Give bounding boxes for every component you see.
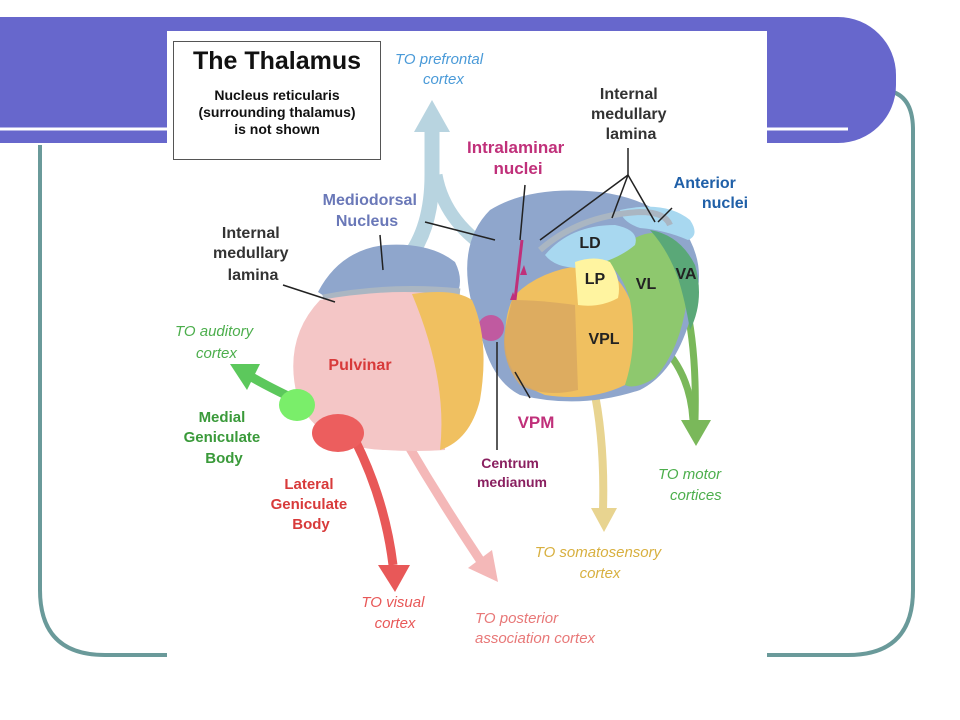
vl-region [605, 232, 687, 387]
label-visual: TO visual cortex [361, 594, 428, 632]
label-lp: LP [585, 271, 606, 288]
medial-geniculate-ellipse [279, 389, 315, 421]
visual-arrow [350, 437, 410, 592]
left-thalamus [293, 244, 484, 451]
label-somatosensory: TO somatosensory cortex [535, 544, 666, 582]
internal-lamina-right-band [538, 208, 673, 253]
somatosensory-arrow [589, 384, 617, 532]
centrum-medianum-circle [478, 315, 504, 341]
posterior-association-arrow [401, 437, 498, 582]
pulvinar-region [293, 292, 447, 451]
title-note-line: (surrounding thalamus) [198, 104, 356, 120]
label-mediodorsal: Mediodorsal Nucleus [323, 192, 422, 230]
label-auditory: TO auditory cortex [175, 323, 257, 362]
label-internal-lamina-right: Internal medullary lamina [591, 86, 671, 143]
label-lateral-geniculate: Lateral Geniculate Body [271, 476, 352, 533]
title-box: The Thalamus Nucleus reticularis (surrou… [173, 41, 381, 160]
lateral-geniculate-ellipse [312, 414, 364, 452]
label-prefrontal: TO prefrontal cortex [395, 51, 487, 88]
label-anterior: Anterior nuclei [674, 175, 748, 212]
leader-lines [282, 148, 673, 450]
auditory-arrow [230, 364, 292, 402]
intralaminar-streak [513, 239, 524, 301]
label-pulvinar: Pulvinar [328, 357, 391, 374]
right-thalamus [467, 190, 699, 402]
vpm-region [504, 300, 578, 394]
lp-region [575, 258, 619, 306]
title-note: Nucleus reticularis (surrounding thalamu… [174, 87, 380, 138]
intralaminar-nuclei-marks [510, 265, 527, 300]
label-medial-geniculate: Medial Geniculate Body [184, 409, 265, 467]
title-note-line: is not shown [234, 121, 320, 137]
label-motor: TO motor cortices [658, 466, 725, 504]
diagram-title: The Thalamus [192, 47, 362, 75]
va-region [650, 230, 699, 330]
label-vl: VL [636, 276, 657, 293]
slide-border-outline [38, 88, 915, 657]
left-mediodorsal-cap [318, 244, 460, 300]
label-centrum-medianum: Centrum medianum [477, 455, 547, 490]
label-internal-lamina-left: Internal medullary lamina [213, 225, 293, 284]
title-note-line: Nucleus reticularis [214, 87, 340, 103]
label-va: VA [675, 266, 696, 283]
label-vpm: VPM [518, 413, 555, 432]
label-posterior-association: TO posterior association cortex [475, 610, 596, 647]
left-vpl-region [412, 292, 484, 450]
left-lamina-band [322, 286, 461, 302]
label-intralaminar: Intralaminar nuclei [467, 138, 569, 178]
label-vpl: VPL [588, 331, 619, 348]
ld-region [545, 225, 636, 268]
label-ld: LD [579, 235, 600, 252]
